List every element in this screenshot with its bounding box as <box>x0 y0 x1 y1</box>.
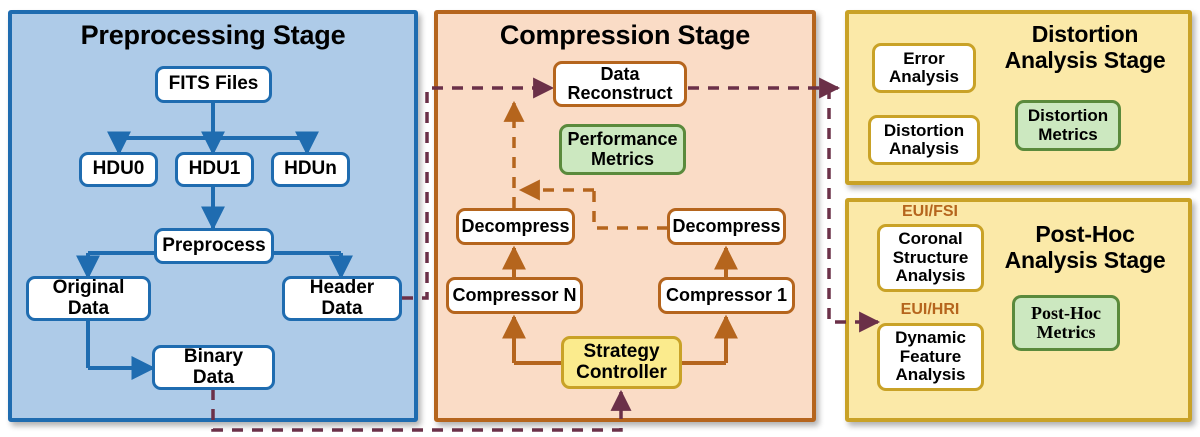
compression-stage-title: Compression Stage <box>499 20 751 50</box>
node-distortion-analysis[interactable]: Distortion Analysis <box>868 115 980 165</box>
node-performance-metrics[interactable]: Performance Metrics <box>559 124 686 175</box>
node-coronal-structure-analysis[interactable]: Coronal Structure Analysis <box>877 224 984 292</box>
node-compressor-n[interactable]: Compressor N <box>446 277 583 314</box>
node-hdu0[interactable]: HDU0 <box>79 152 158 187</box>
node-data-reconstruct[interactable]: Data Reconstruct <box>553 61 687 107</box>
node-fits-files[interactable]: FITS Files <box>155 66 272 103</box>
node-compressor-1[interactable]: Compressor 1 <box>658 277 795 314</box>
node-hdun[interactable]: HDUn <box>271 152 350 187</box>
node-dynamic-feature-analysis[interactable]: Dynamic Feature Analysis <box>877 323 984 391</box>
node-decompress-n[interactable]: Decompress <box>456 208 575 245</box>
branch-junction-dot <box>825 84 833 92</box>
node-error-analysis[interactable]: Error Analysis <box>872 43 976 93</box>
node-preprocess[interactable]: Preprocess <box>154 228 274 264</box>
label-eui-hri: EUI/HRI <box>900 301 960 318</box>
preprocessing-stage-title: Preprocessing Stage <box>80 20 346 50</box>
node-distortion-metrics[interactable]: Distortion Metrics <box>1015 100 1121 151</box>
node-strategy-controller[interactable]: Strategy Controller <box>561 336 682 389</box>
node-original-data[interactable]: Original Data <box>26 276 151 321</box>
node-decompress-1[interactable]: Decompress <box>667 208 786 245</box>
node-posthoc-metrics[interactable]: Post-Hoc Metrics <box>1012 295 1120 351</box>
distortion-stage-title: Distortion Analysis Stage <box>1004 21 1166 73</box>
node-header-data[interactable]: Header Data <box>282 276 402 321</box>
posthoc-stage-title: Post-Hoc Analysis Stage <box>1004 221 1166 273</box>
node-hdu1[interactable]: HDU1 <box>175 152 254 187</box>
label-eui-fsi: EUI/FSI <box>901 203 958 220</box>
node-binary-data[interactable]: Binary Data <box>152 345 275 390</box>
